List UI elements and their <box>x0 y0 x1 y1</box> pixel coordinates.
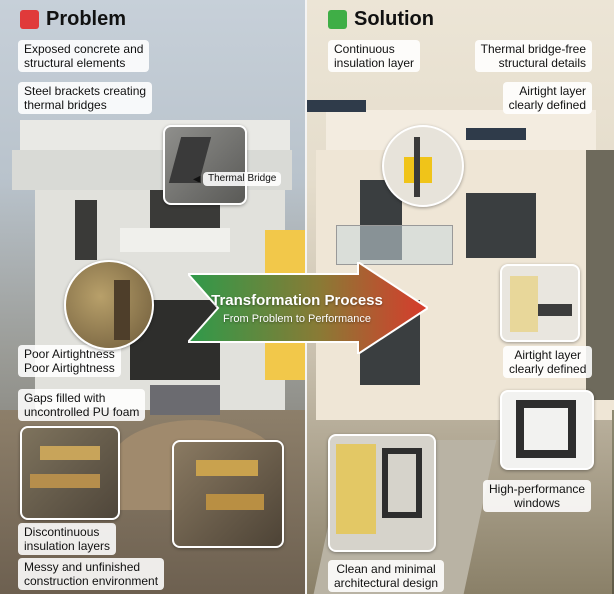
wall-window-frame-shape <box>382 448 422 518</box>
solution-solar-panels-1 <box>306 100 366 112</box>
label-messy-construction: Messy and unfinished construction enviro… <box>18 558 165 590</box>
problem-red-square-icon <box>20 10 39 29</box>
problem-title: Problem <box>46 8 127 30</box>
solution-title: Solution <box>354 8 434 30</box>
airtight-insulation-shape <box>510 276 538 332</box>
label-clean-minimal-design: Clean and minimal architectural design <box>328 560 445 592</box>
solution-header: Solution <box>328 8 434 31</box>
solution-window-upper-right <box>466 193 536 258</box>
foam-strip-1 <box>196 460 258 476</box>
solution-ground <box>612 410 614 594</box>
inset-airtight-layer <box>500 264 580 342</box>
label-gaps-pu-foam: Gaps filled with uncontrolled PU foam <box>18 389 146 421</box>
insulation-strip-1 <box>40 446 100 460</box>
problem-blocks <box>150 385 220 415</box>
insulation-strip-2 <box>30 474 100 488</box>
label-thermal-bridge: Thermal Bridge <box>203 172 282 186</box>
problem-balcony <box>120 228 230 252</box>
label-poor-airtightness: Poor Airtightness Poor Airtightness <box>18 345 121 377</box>
inset-insulated-wall <box>328 434 436 552</box>
label-high-performance-windows: High-performance windows <box>483 480 592 512</box>
inset-discontinuous-insulation <box>20 426 120 520</box>
problem-header: Problem <box>20 8 126 31</box>
problem-upper-wall <box>20 120 290 150</box>
label-airtight-layer-top: Airtight layer clearly defined <box>502 82 592 114</box>
label-thermal-bridge-free: Thermal bridge-free structural details <box>474 40 592 72</box>
airtightness-gap-shape <box>114 280 130 340</box>
label-steel-brackets: Steel brackets creating thermal bridges <box>18 82 153 114</box>
inset-window-detail <box>382 125 464 207</box>
solution-green-square-icon <box>328 10 347 29</box>
window-frame-shape <box>414 137 420 197</box>
solution-roof-trim <box>326 110 596 150</box>
inset-poor-airtightness <box>64 260 154 350</box>
label-exposed-concrete: Exposed concrete and structural elements <box>18 40 150 72</box>
problem-window-1 <box>75 200 97 260</box>
label-continuous-insulation: Continuous insulation layer <box>328 40 421 72</box>
label-airtight-layer-inset: Airtight layer clearly defined <box>503 346 593 378</box>
airtight-frame-shape <box>538 304 572 316</box>
foam-strip-2 <box>206 494 264 510</box>
solution-glass-railing <box>336 225 453 265</box>
wall-insulation-shape <box>336 444 376 534</box>
inset-pu-foam-gaps <box>172 440 284 548</box>
transformation-arrow-icon <box>188 262 428 354</box>
hp-window-frame-shape <box>516 400 576 458</box>
solution-solar-panels-2 <box>466 128 526 140</box>
thermal-bridge-pointer-icon: ◀ <box>193 174 201 185</box>
inset-thermal-bridge <box>163 125 247 205</box>
inset-high-performance-windows <box>500 390 594 470</box>
label-discontinuous-insulation: Discontinuous insulation layers <box>18 523 117 555</box>
